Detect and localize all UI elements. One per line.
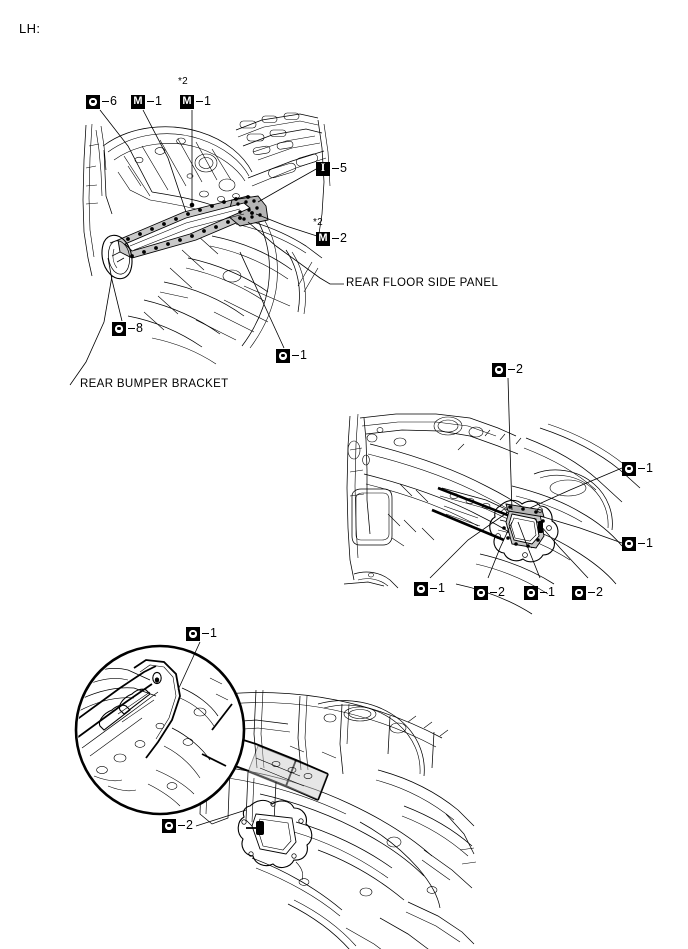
callout-mid-bolt-2-a[interactable]: 2 — [474, 585, 505, 600]
figure-upper-leaders — [69, 109, 344, 386]
callout-bolt-6[interactable]: 6 — [86, 94, 117, 109]
callout-number: 1 — [438, 581, 445, 596]
callout-number: 8 — [136, 321, 143, 336]
callout-dash — [429, 587, 437, 590]
callout-number: 1 — [210, 626, 217, 641]
label-rear-bumper-bracket: REAR BUMPER BRACKET — [80, 378, 229, 390]
callout-dash — [489, 591, 497, 594]
callout-number: 2 — [596, 585, 603, 600]
callout-number: 1 — [204, 94, 211, 109]
bolt-ring-icon — [276, 348, 290, 363]
callout-low-bolt-2[interactable]: 2 — [162, 818, 193, 833]
callout-mid-bolt-1-b[interactable]: 1 — [524, 585, 555, 600]
callout-number: 1 — [646, 536, 653, 551]
letter-m-icon: M — [131, 94, 145, 109]
bolt-ring-icon — [474, 585, 488, 600]
callout-number: 1 — [646, 461, 653, 476]
bolt-ring-icon — [112, 321, 126, 336]
callout-dash — [195, 100, 203, 103]
label-rear-floor-side-panel: REAR FLOOR SIDE PANEL — [346, 277, 499, 289]
footnote-star2-b: *2 — [313, 217, 323, 228]
footnote-star2-a: *2 — [178, 76, 188, 87]
figure-middle-leaders — [429, 377, 623, 579]
callout-m-1-b[interactable]: M 1 — [180, 94, 211, 109]
callout-number: 2 — [186, 818, 193, 833]
bolt-ring-icon — [414, 581, 428, 596]
callout-bolt-1-upper[interactable]: 1 — [276, 348, 307, 363]
bolt-ring-icon — [622, 461, 636, 476]
bolt-ring-icon — [572, 585, 586, 600]
figure-lower-leaders — [177, 641, 247, 827]
callout-m-2[interactable]: M 2 — [316, 231, 347, 246]
callout-dash — [177, 824, 185, 827]
callout-i-5[interactable]: I 5 — [316, 161, 347, 176]
callout-mid-bolt-1-right-lower[interactable]: 1 — [622, 536, 653, 551]
callout-number: 6 — [110, 94, 117, 109]
bolt-ring-icon — [86, 94, 100, 109]
rear-bumper-bracket-part — [101, 195, 269, 280]
bolt-ring-icon — [492, 362, 506, 377]
callout-dash — [146, 100, 154, 103]
callout-number: 2 — [516, 362, 523, 377]
callout-bolt-8[interactable]: 8 — [112, 321, 143, 336]
callout-dash — [101, 100, 109, 103]
callout-dash — [539, 591, 547, 594]
callout-dash — [637, 542, 645, 545]
callout-dash — [331, 167, 339, 170]
bolt-ring-icon — [524, 585, 538, 600]
callout-dash — [587, 591, 595, 594]
callout-mid-bolt-2-top[interactable]: 2 — [492, 362, 523, 377]
letter-i-icon: I — [316, 161, 330, 176]
bolt-ring-icon — [622, 536, 636, 551]
callout-mid-bolt-1-right-upper[interactable]: 1 — [622, 461, 653, 476]
page-side-label: LH: — [19, 21, 41, 36]
callout-number: 2 — [498, 585, 505, 600]
callout-dash — [507, 368, 515, 371]
callout-dash — [291, 354, 299, 357]
callout-number: 2 — [340, 231, 347, 246]
callout-dash — [201, 632, 209, 635]
callout-low-bolt-1[interactable]: 1 — [186, 626, 217, 641]
bolt-ring-icon — [186, 626, 200, 641]
callout-mid-bolt-1-a[interactable]: 1 — [414, 581, 445, 596]
callout-number: 1 — [548, 585, 555, 600]
callout-mid-bolt-2-b[interactable]: 2 — [572, 585, 603, 600]
letter-m-icon: M — [180, 94, 194, 109]
callout-number: 1 — [300, 348, 307, 363]
upper-body-outline — [82, 112, 331, 365]
bolt-ring-icon — [162, 818, 176, 833]
callout-dash — [637, 467, 645, 470]
callout-dash — [127, 327, 135, 330]
callout-number: 1 — [155, 94, 162, 109]
callout-number: 5 — [340, 161, 347, 176]
callout-m-1-a[interactable]: M 1 — [131, 94, 162, 109]
callout-dash — [331, 237, 339, 240]
letter-m-icon: M — [316, 231, 330, 246]
